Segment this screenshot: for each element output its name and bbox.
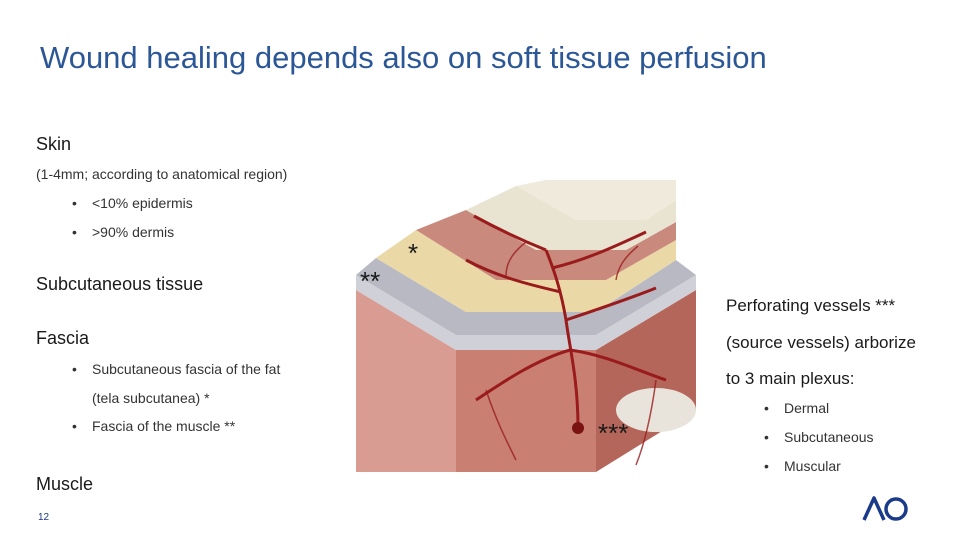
perforating-vessels-line: Perforating vessels *** <box>726 296 895 316</box>
bullet-dot: • <box>764 429 784 445</box>
page-number: 12 <box>38 512 49 523</box>
skin-note: (1-4mm; according to anatomical region) <box>36 166 287 182</box>
plexus-bullet-dermal: •Dermal <box>764 400 829 416</box>
skin-bullet-dermis: •>90% dermis <box>72 224 174 240</box>
marker-single-star: * <box>408 238 418 269</box>
marker-double-star: ** <box>360 266 380 297</box>
bullet-text: Subcutaneous fascia of the fat <box>92 361 280 377</box>
bullet-text: Fascia of the muscle ** <box>92 418 235 434</box>
plexus-bullet-subcutaneous: •Subcutaneous <box>764 429 874 445</box>
bullet-dot: • <box>764 458 784 474</box>
fascia-heading: Fascia <box>36 328 89 349</box>
plexus-line: to 3 main plexus: <box>726 369 855 389</box>
perforator-root <box>572 422 584 434</box>
skin-heading: Skin <box>36 134 71 155</box>
bullet-dot: • <box>72 224 92 240</box>
bullet-text: Dermal <box>784 400 829 416</box>
source-vessels-line: (source vessels) arborize <box>726 333 916 353</box>
bullet-text: >90% dermis <box>92 224 174 240</box>
plexus-bullet-muscular: •Muscular <box>764 458 841 474</box>
bullet-dot: • <box>72 195 92 211</box>
bullet-text: Subcutaneous <box>784 429 874 445</box>
muscle-heading: Muscle <box>36 474 93 495</box>
subcutaneous-heading: Subcutaneous tissue <box>36 274 203 295</box>
skin-layers-illustration <box>356 180 696 472</box>
bullet-text: <10% epidermis <box>92 195 193 211</box>
bullet-text: Muscular <box>784 458 841 474</box>
bullet-dot: • <box>72 418 92 434</box>
fascia-bullet-subcutaneous: •Subcutaneous fascia of the fat <box>72 361 280 377</box>
bullet-dot: • <box>764 400 784 416</box>
fascia-bullet-muscle: •Fascia of the muscle ** <box>72 418 235 434</box>
slide-title: Wound healing depends also on soft tissu… <box>40 40 767 76</box>
ao-logo <box>862 496 910 527</box>
bullet-dot: • <box>72 361 92 377</box>
marker-triple-star: *** <box>598 418 628 449</box>
skin-bullet-epidermis: •<10% epidermis <box>72 195 193 211</box>
fascia-bullet-continuation: (tela subcutanea) * <box>92 390 210 406</box>
